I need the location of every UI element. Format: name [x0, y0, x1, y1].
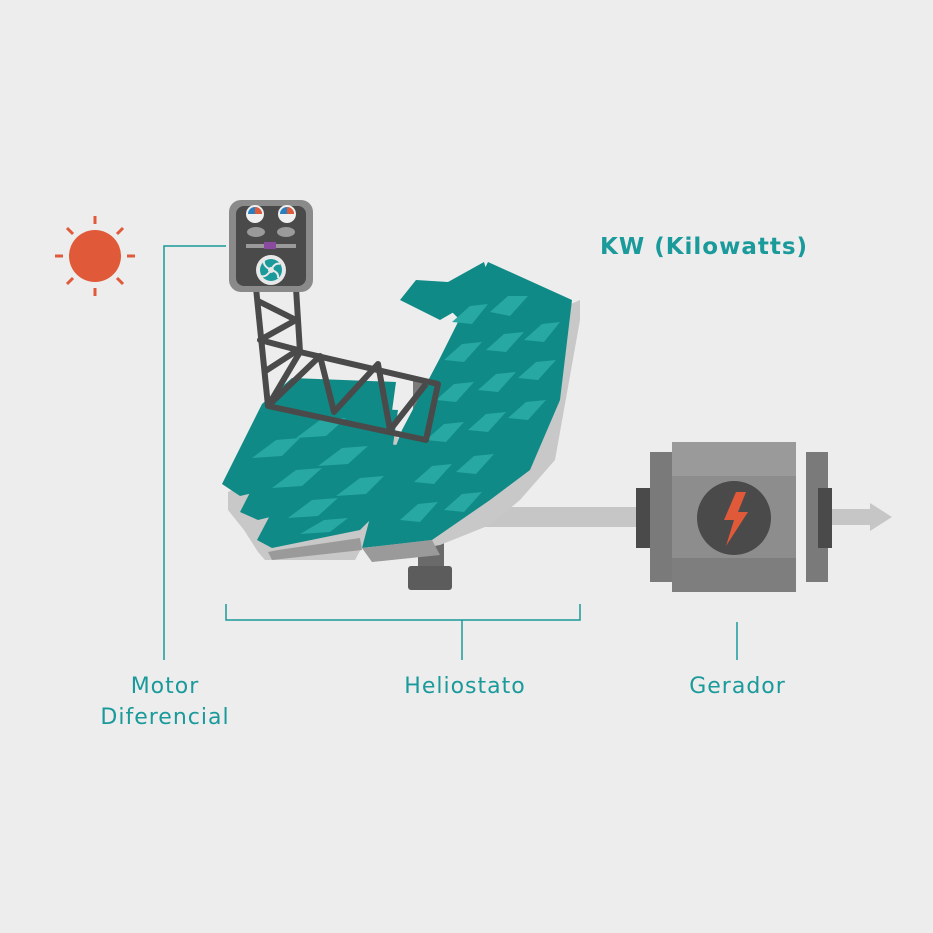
motor-label-line2: Diferencial — [100, 705, 230, 730]
arrow-right-icon — [870, 503, 892, 531]
heliostato-label: Heliostato — [404, 674, 526, 699]
lightning-icon — [724, 492, 748, 546]
drive-shaft — [470, 503, 892, 531]
generator-icon — [636, 442, 832, 592]
motor-label-line1: Motor — [130, 674, 200, 699]
kw-title: KW (Kilowatts) — [600, 234, 809, 260]
truss-frame — [253, 287, 441, 443]
motor-connector-line — [163, 245, 226, 660]
heliostat-right-wing — [362, 262, 580, 562]
sun-icon — [55, 216, 135, 296]
motor-diferencial-label: Motor Diferencial — [70, 671, 260, 733]
heliostato-bracket — [225, 604, 581, 660]
gerador-label: Gerador — [689, 674, 786, 699]
heliostat-left-wing — [222, 378, 400, 560]
motor-box-icon — [229, 200, 313, 292]
